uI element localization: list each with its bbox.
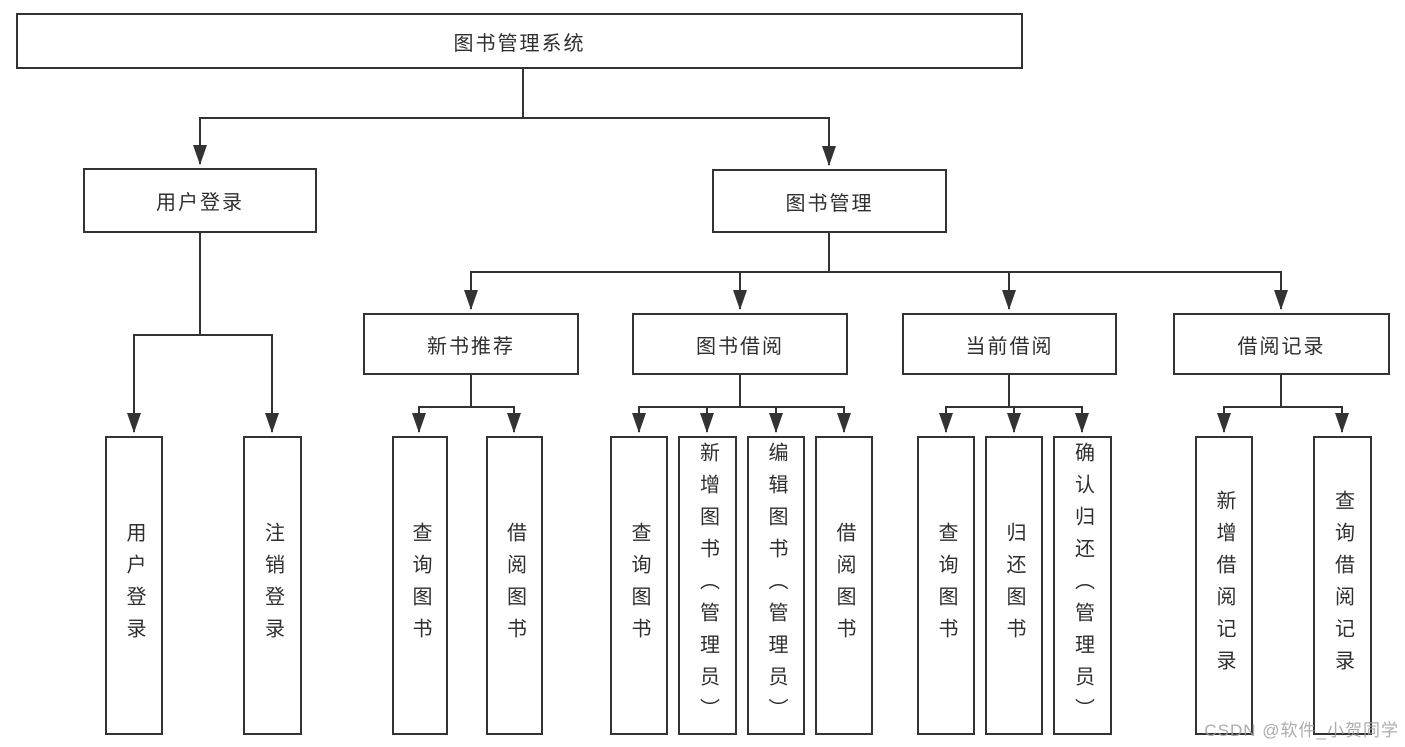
leaf-add-borrow-record-label: 新增借阅记录 <box>1213 489 1235 682</box>
node-user-login: 用户登录 <box>83 168 317 233</box>
leaf-query-books-borrow: 查询图书 <box>610 436 668 735</box>
leaf-query-borrow-record: 查询借阅记录 <box>1313 436 1372 735</box>
node-library-system: 图书管理系统 <box>16 13 1023 69</box>
node-current-borrow: 当前借阅 <box>902 313 1117 375</box>
leaf-edit-book-admin-label: 编辑图书（管理员） <box>765 441 787 730</box>
leaf-user-login-label: 用户登录 <box>123 521 145 650</box>
leaf-query-books-borrow-label: 查询图书 <box>628 521 650 650</box>
leaf-confirm-return-admin-label: 确认归还（管理员） <box>1071 441 1094 730</box>
leaf-query-borrow-record-label: 查询借阅记录 <box>1331 489 1354 682</box>
leaf-logout-label: 注销登录 <box>261 521 284 650</box>
leaf-return-book: 归还图书 <box>985 436 1043 735</box>
leaf-query-books-recommend: 查询图书 <box>392 436 448 735</box>
leaf-query-books-recommend-label: 查询图书 <box>409 521 431 650</box>
node-new-book-recommend: 新书推荐 <box>363 313 579 375</box>
node-borrow-records: 借阅记录 <box>1173 313 1390 375</box>
leaf-confirm-return-admin: 确认归还（管理员） <box>1053 436 1112 735</box>
leaf-add-borrow-record: 新增借阅记录 <box>1195 436 1253 735</box>
leaf-user-login: 用户登录 <box>105 436 163 735</box>
csdn-watermark: CSDN @软件_小贺同学 <box>1204 721 1399 740</box>
node-book-management: 图书管理 <box>712 169 947 233</box>
node-book-borrow: 图书借阅 <box>632 313 848 375</box>
leaf-return-book-label: 归还图书 <box>1003 521 1025 650</box>
leaf-borrow-books: 借阅图书 <box>815 436 873 735</box>
leaf-logout: 注销登录 <box>243 436 302 735</box>
leaf-borrow-books-recommend-label: 借阅图书 <box>503 521 526 650</box>
leaf-add-book-admin: 新增图书（管理员） <box>678 436 737 735</box>
leaf-query-books-current: 查询图书 <box>917 436 975 735</box>
leaf-edit-book-admin: 编辑图书（管理员） <box>747 436 805 735</box>
leaf-query-books-current-label: 查询图书 <box>935 521 957 650</box>
leaf-add-book-admin-label: 新增图书（管理员） <box>696 441 719 730</box>
leaf-borrow-books-recommend: 借阅图书 <box>486 436 543 735</box>
leaf-borrow-books-label: 借阅图书 <box>833 521 855 650</box>
